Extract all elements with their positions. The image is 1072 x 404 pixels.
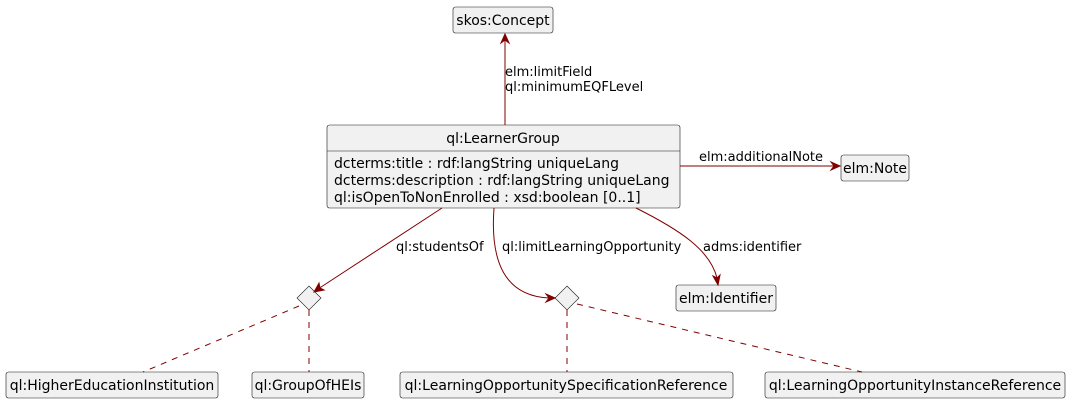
attribute-title: dcterms:title : rdf:langString uniqueLan… xyxy=(334,156,619,172)
dashed-link-loi-reference xyxy=(576,303,863,373)
node-loi-reference[interactable]: ql:LearningOpportunityInstanceReference xyxy=(764,371,1066,399)
node-group-of-heis[interactable]: ql:GroupOfHEIs xyxy=(251,371,365,399)
attribute-is-open-to-non-enrolled: ql:isOpenToNonEnrolled : xsd:boolean [0.… xyxy=(334,190,641,206)
node-elm-identifier[interactable]: elm:Identifier xyxy=(675,284,777,312)
node-higher-education-institution[interactable]: ql:HigherEducationInstitution xyxy=(5,371,219,399)
edge-identifier-label: adms:identifier xyxy=(703,240,802,255)
edge-limit-learning-opportunity-label: ql:limitLearningOpportunity xyxy=(502,240,682,255)
dashed-link-hei xyxy=(142,305,300,373)
node-loi-reference-label: ql:LearningOpportunityInstanceReference xyxy=(769,378,1061,394)
edge-students-of: ql:studentsOf xyxy=(313,207,484,293)
node-learner-group[interactable]: ql:LearnerGroup dcterms:title : rdf:lang… xyxy=(326,124,681,209)
node-elm-note-label: elm:Note xyxy=(843,161,907,177)
attribute-description: dcterms:description : rdf:langString uni… xyxy=(334,173,669,189)
node-skos-concept-label: skos:Concept xyxy=(456,13,550,29)
node-elm-identifier-label: elm:Identifier xyxy=(679,291,773,307)
edge-identifier: adms:identifier xyxy=(635,207,802,287)
arrowhead xyxy=(544,292,557,304)
edge-limit-field-label-1: elm:limitField xyxy=(505,65,592,80)
arrowhead xyxy=(499,32,511,45)
node-skos-concept[interactable]: skos:Concept xyxy=(452,6,554,34)
node-los-reference-label: ql:LearningOpportunitySpecificationRefer… xyxy=(405,378,728,394)
edge-limit-field-label-2: ql:minimumEQFLevel xyxy=(505,80,643,95)
node-elm-note[interactable]: elm:Note xyxy=(840,154,910,182)
node-learner-group-title: ql:LearnerGroup xyxy=(446,131,560,147)
edge-limit-learning-opportunity: ql:limitLearningOpportunity xyxy=(492,207,682,304)
edge-additional-note: elm:additionalNote xyxy=(680,150,842,172)
arrowhead xyxy=(711,273,721,287)
edge-limit-field: elm:limitField ql:minimumEQFLevel xyxy=(499,32,643,125)
node-los-reference[interactable]: ql:LearningOpportunitySpecificationRefer… xyxy=(399,371,734,399)
node-group-of-heis-label: ql:GroupOfHEIs xyxy=(255,378,362,394)
choice-diamond-limit-learning-opportunity[interactable] xyxy=(554,285,580,311)
arrowhead xyxy=(829,160,842,172)
arrowhead xyxy=(313,281,326,293)
edge-additional-note-label: elm:additionalNote xyxy=(699,150,823,165)
edge-students-of-label: ql:studentsOf xyxy=(396,240,484,255)
node-hei-label: ql:HigherEducationInstitution xyxy=(10,378,215,394)
